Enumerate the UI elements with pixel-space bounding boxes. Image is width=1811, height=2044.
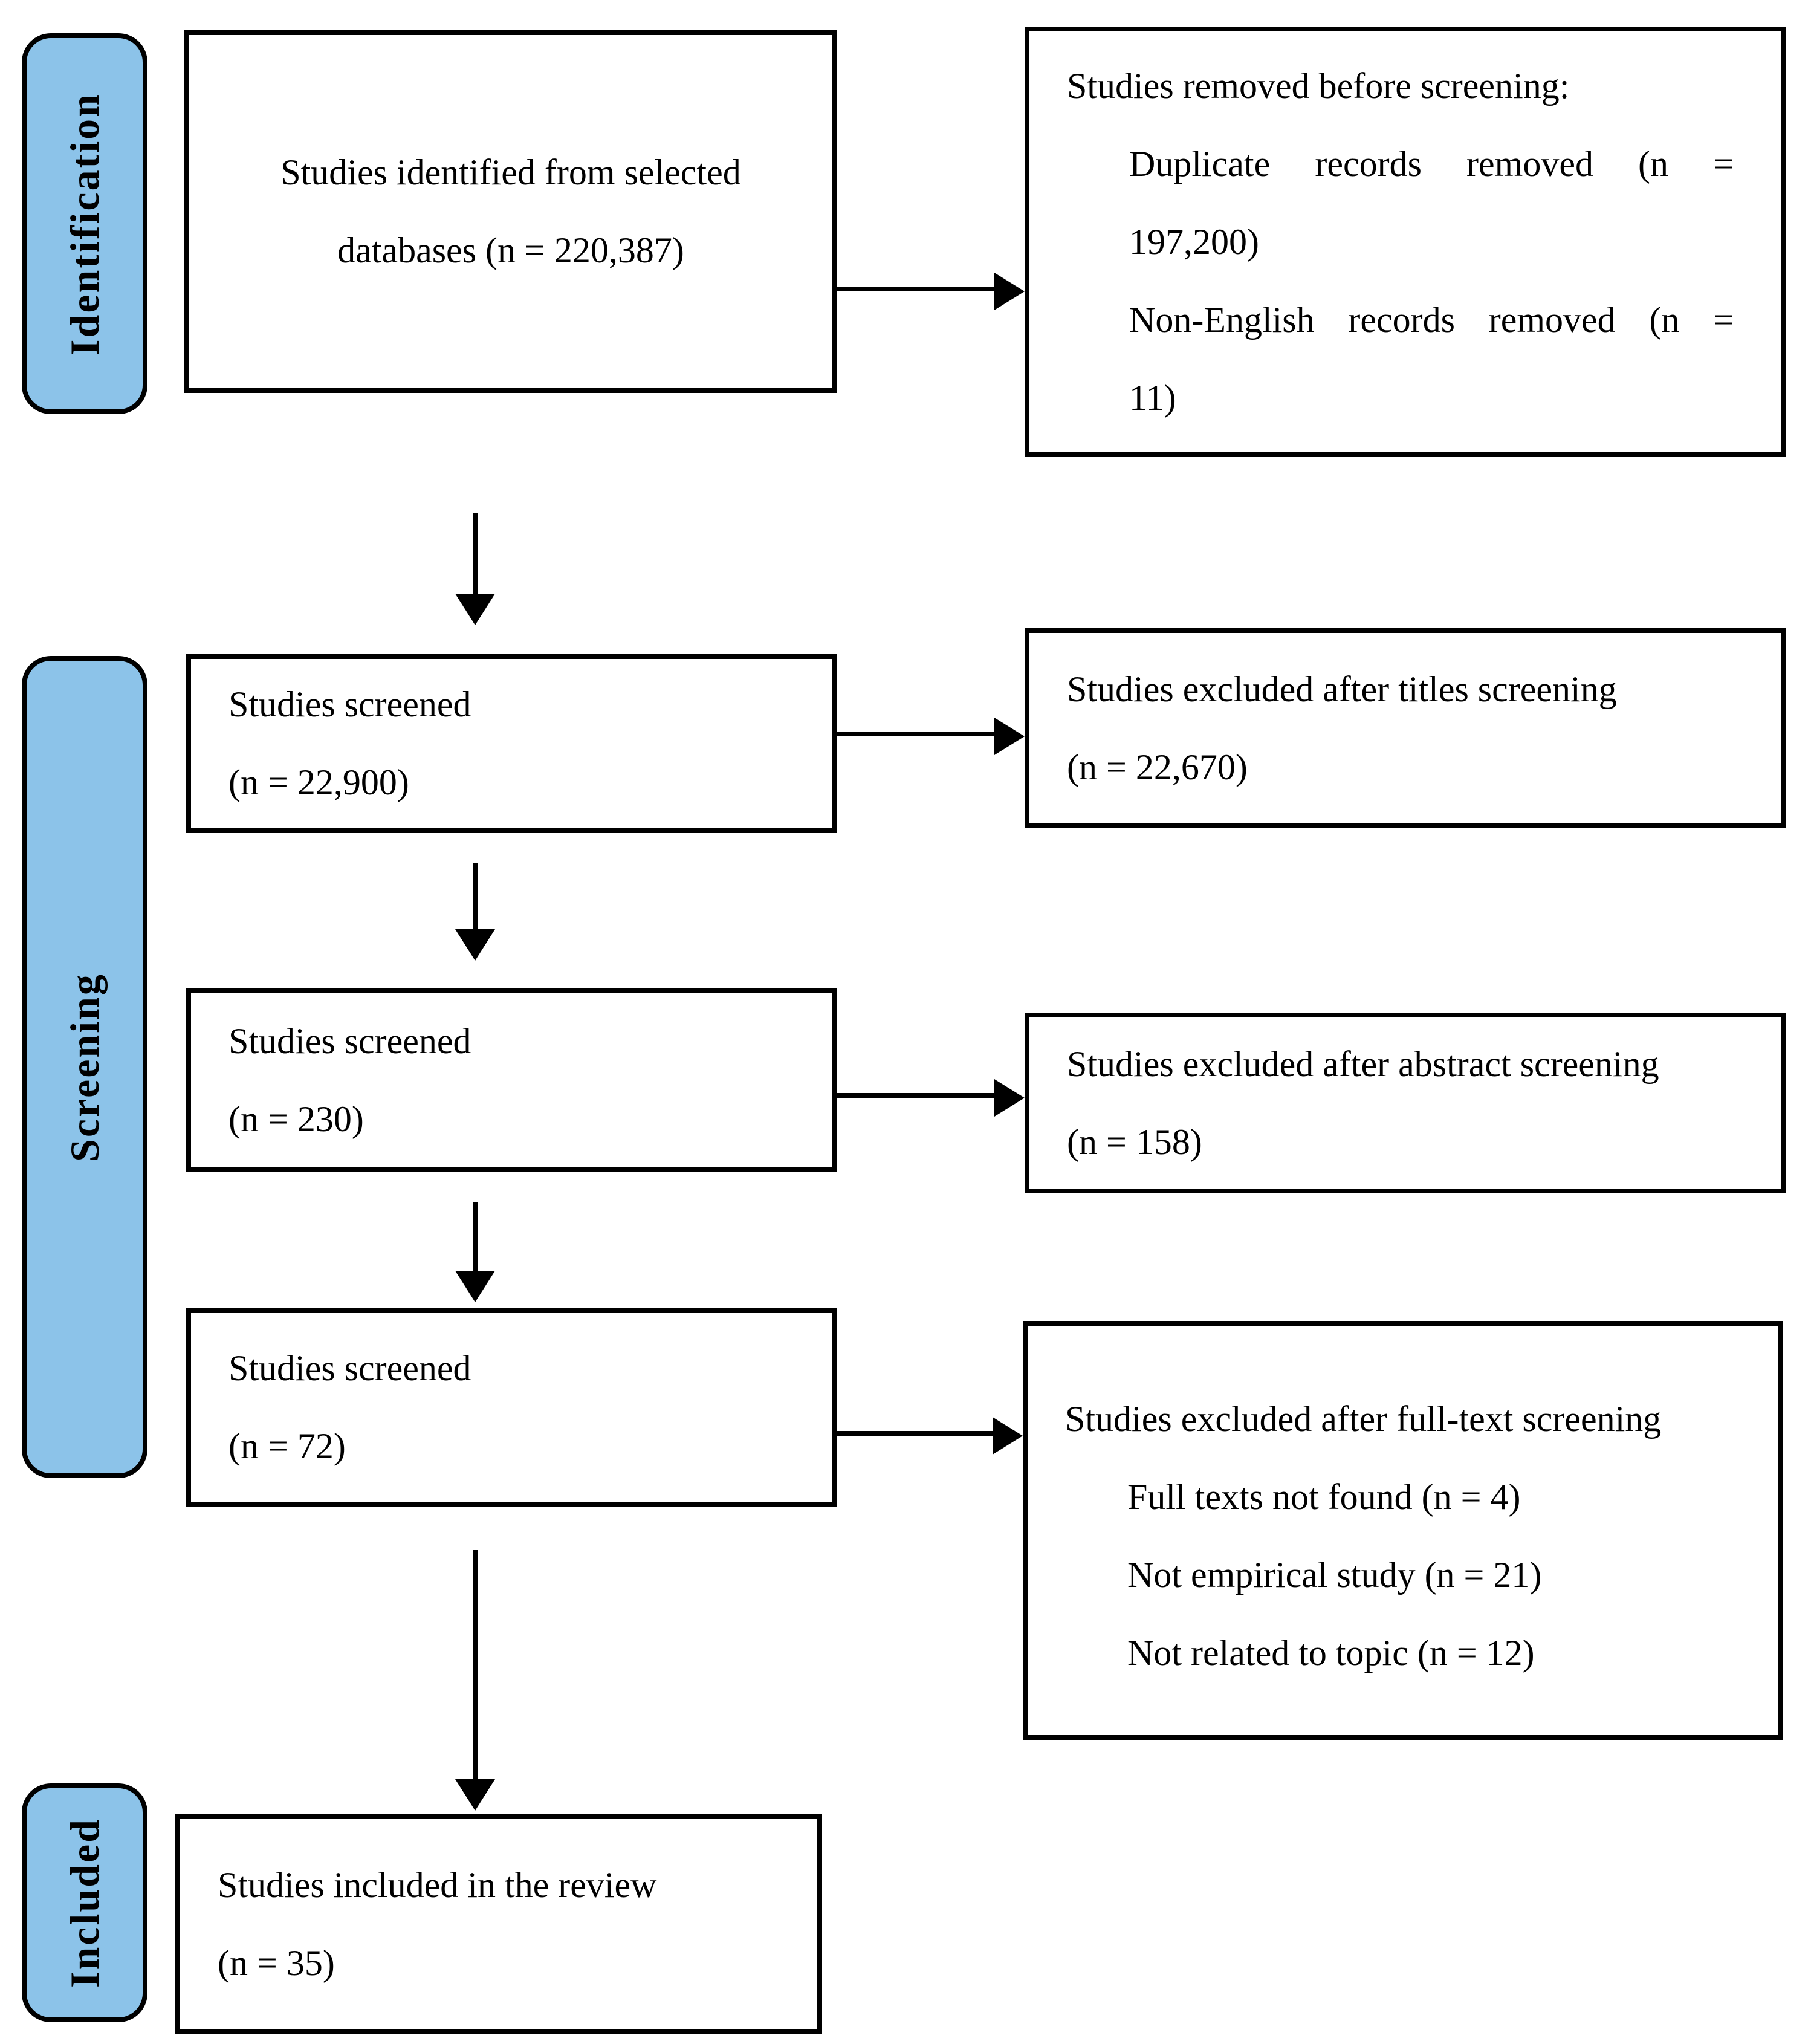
- box-screened-abstract-line2: (n = 230): [228, 1099, 364, 1139]
- arrow-right-head-icon: [993, 1417, 1023, 1455]
- box-excluded-abstract-line1: Studies excluded after abstract screenin…: [1067, 1043, 1659, 1084]
- arrow-down-head-icon: [455, 1779, 495, 1811]
- box-included-review: Studies included in the review (n = 35): [175, 1814, 822, 2034]
- box-excluded-titles-line2: (n = 22,670): [1067, 747, 1248, 787]
- box-removed-item2-line1: Non-English records removed (n =: [1129, 299, 1734, 340]
- arrow-shaft: [836, 287, 997, 291]
- box-excluded-fulltext-item2: Not empirical study (n = 21): [1127, 1555, 1542, 1595]
- box-studies-identified-line2: databases (n = 220,387): [337, 230, 684, 270]
- box-screened-titles-line2: (n = 22,900): [228, 762, 409, 802]
- stage-label-screening-text: Screening: [61, 972, 108, 1162]
- box-screened-titles-line1: Studies screened: [228, 684, 471, 724]
- box-excluded-fulltext-title: Studies excluded after full-text screeni…: [1065, 1399, 1662, 1439]
- box-screened-abstract-line1: Studies screened: [228, 1021, 471, 1061]
- box-excluded-fulltext-item1: Full texts not found (n = 4): [1127, 1477, 1521, 1517]
- box-excluded-abstract-line2: (n = 158): [1067, 1121, 1202, 1162]
- box-removed-item1-line1: Duplicate records removed (n =: [1129, 143, 1734, 184]
- arrow-shaft: [473, 1550, 478, 1783]
- box-removed-item2-line2: 11): [1129, 377, 1176, 418]
- box-screened-abstract: Studies screened (n = 230): [186, 988, 837, 1172]
- box-screened-titles: Studies screened (n = 22,900): [186, 654, 837, 833]
- arrow-down-head-icon: [455, 929, 495, 961]
- arrow-right-head-icon: [994, 1079, 1025, 1117]
- box-excluded-fulltext: Studies excluded after full-text screeni…: [1023, 1321, 1783, 1740]
- box-excluded-titles: Studies excluded after titles screening …: [1025, 628, 1786, 828]
- arrow-right-head-icon: [994, 273, 1025, 310]
- box-excluded-abstract: Studies excluded after abstract screenin…: [1025, 1013, 1786, 1193]
- arrow-right-head-icon: [994, 718, 1025, 755]
- stage-label-included-text: Included: [61, 1818, 108, 1988]
- box-removed-title: Studies removed before screening:: [1067, 65, 1570, 106]
- stage-label-identification: Identification: [22, 33, 147, 414]
- arrow-shaft: [473, 1202, 478, 1274]
- box-excluded-fulltext-item3: Not related to topic (n = 12): [1127, 1633, 1535, 1673]
- box-screened-fulltext-line1: Studies screened: [228, 1348, 471, 1388]
- arrow-shaft: [473, 863, 478, 933]
- arrow-shaft: [836, 732, 997, 736]
- arrow-shaft: [836, 1093, 997, 1098]
- arrow-down-head-icon: [455, 1271, 495, 1302]
- box-screened-fulltext: Studies screened (n = 72): [186, 1308, 837, 1507]
- arrow-shaft: [473, 513, 478, 597]
- stage-label-screening: Screening: [22, 656, 147, 1478]
- box-screened-fulltext-line2: (n = 72): [228, 1426, 346, 1466]
- stage-label-identification-text: Identification: [61, 92, 108, 355]
- box-removed-item1-line2: 197,200): [1129, 221, 1259, 262]
- arrow-down-head-icon: [455, 594, 495, 625]
- box-included-review-line1: Studies included in the review: [218, 1864, 657, 1905]
- box-studies-identified-line1: Studies identified from selected: [280, 152, 741, 192]
- box-removed-before-screening: Studies removed before screening: Duplic…: [1025, 27, 1786, 457]
- box-excluded-titles-line1: Studies excluded after titles screening: [1067, 669, 1617, 709]
- box-studies-identified: Studies identified from selected databas…: [184, 30, 837, 393]
- stage-label-included: Included: [22, 1783, 147, 2022]
- arrow-shaft: [836, 1431, 995, 1436]
- box-included-review-line2: (n = 35): [218, 1942, 335, 1983]
